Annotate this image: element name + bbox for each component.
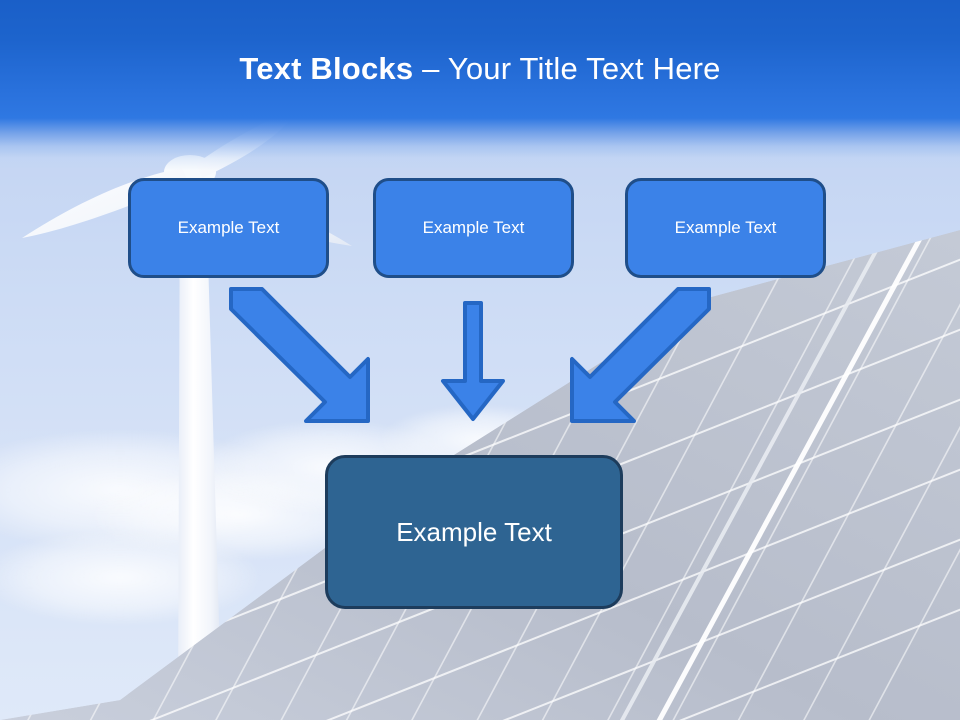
title-banner bbox=[0, 0, 960, 170]
text-block-1-label: Example Text bbox=[177, 218, 280, 237]
title-strong-part: Text Blocks bbox=[239, 51, 414, 86]
page-title: Text Blocks – Your Title Text Here bbox=[0, 50, 960, 88]
arrow-right-diagonal bbox=[570, 287, 711, 423]
text-block-3[interactable]: Example Text bbox=[625, 178, 826, 278]
text-block-2[interactable]: Example Text bbox=[373, 178, 574, 278]
arrow-middle-vertical bbox=[441, 301, 505, 421]
arrow-left-diagonal bbox=[229, 287, 370, 423]
text-block-2-label: Example Text bbox=[422, 218, 525, 237]
title-light-part: Your Title Text Here bbox=[447, 51, 721, 86]
text-block-3-label: Example Text bbox=[674, 218, 777, 237]
text-block-1[interactable]: Example Text bbox=[128, 178, 329, 278]
title-separator: – bbox=[413, 51, 448, 86]
result-text-block[interactable]: Example Text bbox=[325, 455, 623, 609]
result-text-block-label: Example Text bbox=[396, 516, 552, 547]
